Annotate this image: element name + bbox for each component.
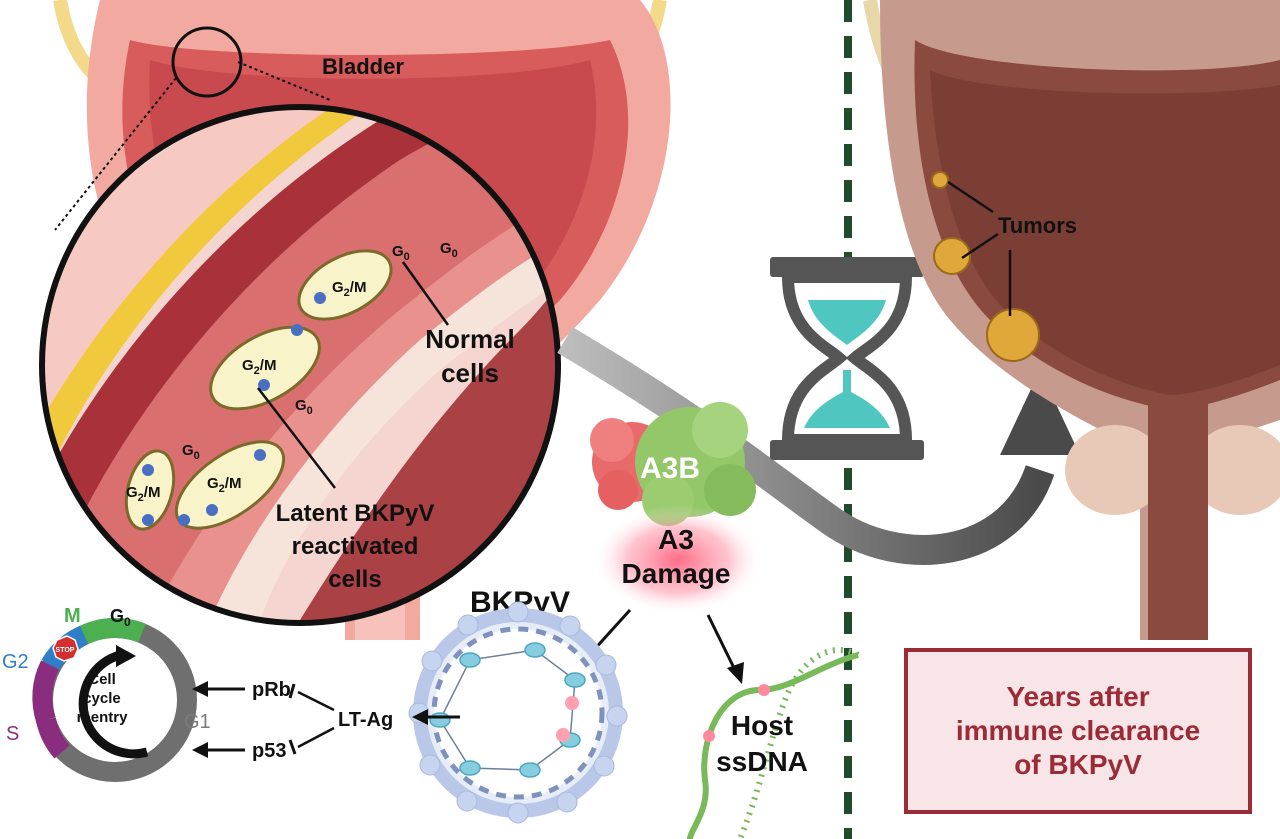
reactivated-cell — [209, 325, 321, 411]
a3-damage-label: A3 — [658, 524, 694, 555]
g2m-label: G2/M — [332, 279, 366, 299]
g0-label: G0 — [440, 240, 458, 260]
stop-sign-label: STOP — [56, 647, 75, 654]
cell-cycle-center-label: Cell — [88, 671, 116, 688]
bladder-label: Bladder — [322, 54, 404, 79]
phase-m-label: M — [64, 605, 81, 627]
bkpyv-virion-icon — [408, 601, 628, 824]
cell-cycle-center-label: reentry — [77, 709, 129, 726]
years-after-clearance-box: Years after immune clearance of BKPyV — [904, 648, 1252, 814]
a3b-label: A3B — [640, 452, 700, 485]
latent-cells-label: reactivated — [292, 533, 419, 560]
phase-s-label: S — [6, 723, 19, 745]
a3-damage-label: Damage — [622, 558, 731, 589]
normal-cells-label: Normal — [425, 324, 515, 354]
phase-g1-label: G1 — [184, 711, 211, 733]
latent-cells-label: cells — [328, 566, 381, 593]
g0-label: G0 — [392, 243, 410, 263]
hourglass-icon — [770, 257, 924, 460]
lt-ag-label: LT-Ag — [338, 709, 393, 731]
cell-cycle-center-label: cycle — [83, 690, 121, 707]
prb-label: pRb — [252, 679, 291, 701]
phase-g2-label: G2 — [2, 651, 29, 673]
g2m-label: G2/M — [242, 357, 276, 377]
g0-label: G0 — [110, 606, 131, 629]
tumor — [933, 237, 971, 275]
g2m-label: G2/M — [126, 484, 160, 504]
a3-damage-glow — [593, 505, 763, 615]
host-ssdna-icon — [687, 647, 860, 839]
cell-cycle-wheel: STOP — [32, 617, 197, 782]
g2m-label: G2/M — [207, 475, 241, 495]
tumors-label: Tumors — [998, 213, 1077, 238]
years-after-clearance-text: Years after immune clearance of BKPyV — [955, 681, 1201, 780]
p53-label: p53 — [252, 740, 286, 762]
normal-cells-label: cells — [441, 358, 499, 388]
reactivated-cell — [124, 449, 176, 531]
progression-arrow — [557, 327, 1055, 565]
g0-label: G0 — [182, 442, 200, 462]
g0-label: G0 — [295, 397, 313, 417]
host-ssdna-label: ssDNA — [716, 746, 808, 777]
progression-arrowhead — [1000, 370, 1080, 455]
latent-cells-label: Latent BKPyV — [276, 500, 435, 527]
zoom-origin-circle — [171, 26, 243, 98]
tumor — [986, 308, 1040, 362]
a3b-enzyme: A3B — [590, 402, 756, 526]
tumor — [931, 171, 949, 189]
host-ssdna-label: Host — [731, 710, 793, 741]
